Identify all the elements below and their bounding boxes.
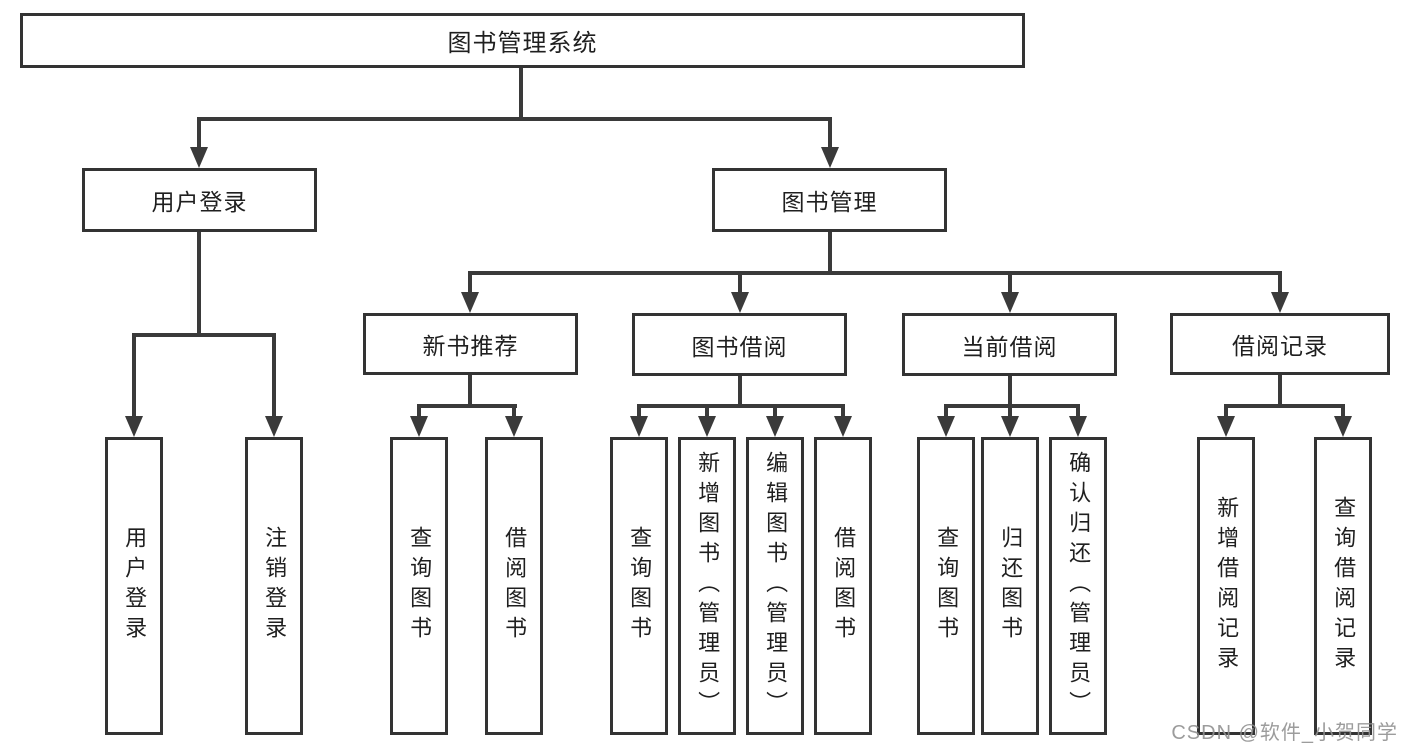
connector-stub-current-borrow xyxy=(1008,271,1012,297)
leaf-label: 查询图书 xyxy=(407,526,433,646)
node-label: 图书管理 xyxy=(781,189,878,215)
connector-current-borrow-trunk xyxy=(1008,375,1012,408)
connector-book-borrow-stub-3 xyxy=(773,404,777,418)
arrow-to-book-management xyxy=(821,147,839,168)
node-book-management: 图书管理 xyxy=(712,168,947,232)
leaf-label: 借阅图书 xyxy=(831,526,857,646)
arrow-new-book-leaf-1 xyxy=(410,416,428,437)
connector-book-borrow-hline xyxy=(637,404,845,408)
connector-user-login-stub-1 xyxy=(132,333,136,417)
connector-book-mgmt-hline xyxy=(468,271,1282,275)
node-new-book-recommend: 新书推荐 xyxy=(363,313,578,375)
connector-stub-borrow-record xyxy=(1278,271,1282,297)
connector-borrow-record-stub-2 xyxy=(1341,404,1345,418)
connector-book-borrow-stub-2 xyxy=(705,404,709,418)
leaf-query-borrow-record: 查询借阅记录 xyxy=(1314,437,1372,735)
leaf-query-books-current: 查询图书 xyxy=(917,437,975,735)
connector-stub-book-borrow xyxy=(738,271,742,297)
leaf-label: 查询借阅记录 xyxy=(1331,496,1357,676)
connector-book-borrow-stub-1 xyxy=(637,404,641,418)
connector-user-login-stub-2 xyxy=(272,333,276,417)
arrow-borrow-record-leaf-2 xyxy=(1334,416,1352,437)
arrow-to-user-login xyxy=(190,147,208,168)
connector-root-trunk xyxy=(519,68,523,120)
arrow-current-borrow-leaf-1 xyxy=(937,416,955,437)
arrow-book-borrow-leaf-1 xyxy=(630,416,648,437)
leaf-logout: 注销登录 xyxy=(245,437,303,735)
connector-new-book-hline xyxy=(417,404,517,408)
arrow-to-borrow-record xyxy=(1271,292,1289,313)
connector-stub-new-book xyxy=(468,271,472,297)
connector-current-borrow-stub-3 xyxy=(1076,404,1080,418)
arrow-book-borrow-leaf-2 xyxy=(698,416,716,437)
leaf-label: 查询图书 xyxy=(934,526,960,646)
arrow-book-borrow-leaf-3 xyxy=(766,416,784,437)
node-user-login: 用户登录 xyxy=(82,168,317,232)
leaf-user-login: 用户登录 xyxy=(105,437,163,735)
leaf-label: 确认归还（管理员） xyxy=(1066,451,1092,721)
leaf-label: 新增图书（管理员） xyxy=(695,451,721,721)
leaf-label: 借阅图书 xyxy=(502,526,528,646)
node-label: 新书推荐 xyxy=(422,333,519,359)
leaf-add-borrow-record: 新增借阅记录 xyxy=(1197,437,1255,735)
leaf-edit-books-admin: 编辑图书（管理员） xyxy=(746,437,804,735)
csdn-watermark: CSDN @软件_小贺同学 xyxy=(1171,722,1398,744)
node-book-borrow: 图书借阅 xyxy=(632,313,847,376)
node-label: 图书借阅 xyxy=(691,333,788,360)
node-library-management-system: 图书管理系统 xyxy=(20,13,1025,68)
connector-user-login-hline xyxy=(132,333,276,337)
connector-borrow-record-hline xyxy=(1224,404,1345,408)
arrow-to-logout-leaf xyxy=(265,416,283,437)
node-label: 当前借阅 xyxy=(961,333,1058,360)
connector-book-borrow-stub-4 xyxy=(841,404,845,418)
connector-user-login-trunk xyxy=(197,232,201,336)
node-borrow-record: 借阅记录 xyxy=(1170,313,1390,375)
arrow-book-borrow-leaf-4 xyxy=(834,416,852,437)
leaf-confirm-return-admin: 确认归还（管理员） xyxy=(1049,437,1107,735)
leaf-label: 注销登录 xyxy=(262,526,288,646)
arrow-new-book-leaf-2 xyxy=(505,416,523,437)
connector-current-borrow-stub-1 xyxy=(944,404,948,418)
node-label: 借阅记录 xyxy=(1232,333,1328,359)
leaf-add-books-admin: 新增图书（管理员） xyxy=(678,437,736,735)
arrow-borrow-record-leaf-1 xyxy=(1217,416,1235,437)
leaf-return-books: 归还图书 xyxy=(981,437,1039,735)
connector-current-borrow-hline xyxy=(944,404,1080,408)
leaf-label: 归还图书 xyxy=(998,526,1024,646)
leaf-label: 编辑图书（管理员） xyxy=(763,451,789,721)
arrow-to-login-leaf xyxy=(125,416,143,437)
node-label: 图书管理系统 xyxy=(447,30,598,57)
connector-root-hline xyxy=(197,117,832,121)
arrow-current-borrow-leaf-3 xyxy=(1069,416,1087,437)
arrow-current-borrow-leaf-2 xyxy=(1001,416,1019,437)
connector-new-book-stub-1 xyxy=(417,404,421,418)
connector-current-borrow-stub-2 xyxy=(1008,404,1012,418)
connector-new-book-trunk xyxy=(468,375,472,408)
leaf-query-books-borrow: 查询图书 xyxy=(610,437,668,735)
leaf-label: 查询图书 xyxy=(627,526,653,646)
leaf-borrow-books: 借阅图书 xyxy=(814,437,872,735)
leaf-label: 新增借阅记录 xyxy=(1214,496,1240,676)
leaf-query-books-recommend: 查询图书 xyxy=(390,437,448,735)
node-current-borrow: 当前借阅 xyxy=(902,313,1117,376)
leaf-borrow-books-recommend: 借阅图书 xyxy=(485,437,543,735)
connector-book-mgmt-trunk xyxy=(828,232,832,274)
leaf-label: 用户登录 xyxy=(122,526,148,646)
connector-new-book-stub-2 xyxy=(512,404,516,418)
arrow-to-book-borrow xyxy=(731,292,749,313)
connector-root-stub-right xyxy=(828,117,832,149)
connector-book-borrow-trunk xyxy=(738,375,742,408)
node-label: 用户登录 xyxy=(151,189,248,215)
arrow-to-current-borrow xyxy=(1001,292,1019,313)
connector-root-stub-left xyxy=(197,117,201,149)
arrow-to-new-book xyxy=(461,292,479,313)
connector-borrow-record-stub-1 xyxy=(1224,404,1228,418)
connector-borrow-record-trunk xyxy=(1278,375,1282,408)
